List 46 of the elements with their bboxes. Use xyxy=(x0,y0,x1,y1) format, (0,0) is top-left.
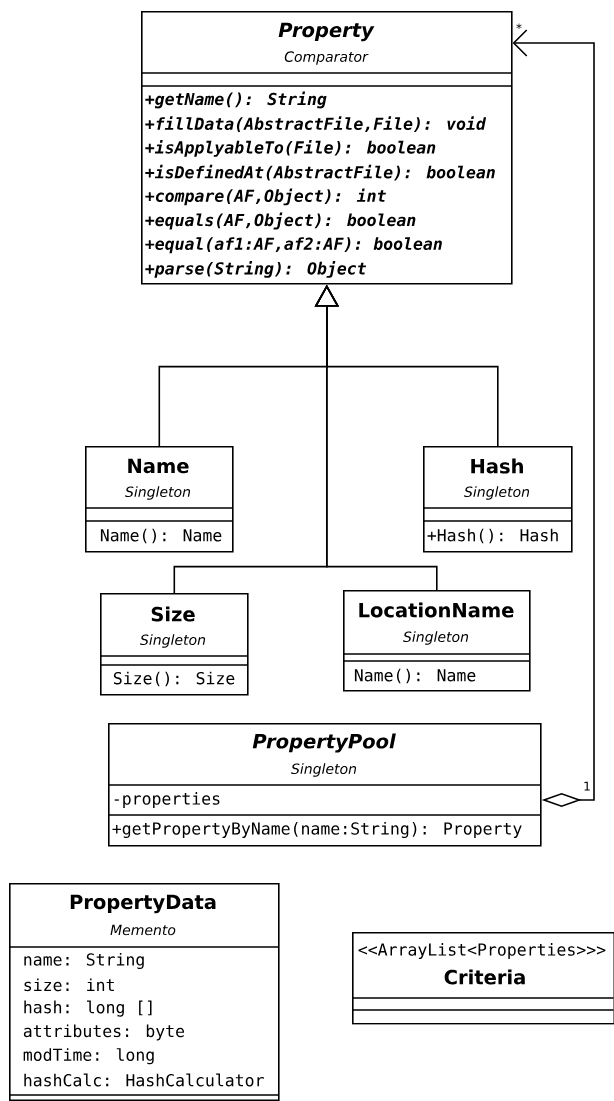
member-text: modTime: long xyxy=(23,1048,154,1065)
member-text: +parse(String): Object xyxy=(145,261,367,278)
member-text: hash: long [] xyxy=(24,1000,152,1017)
class-name: Name xyxy=(128,458,189,474)
class-name: Hash xyxy=(471,458,523,474)
class-box xyxy=(84,446,234,553)
stereotype-label: Singleton xyxy=(403,631,469,645)
class-box xyxy=(8,883,280,1101)
stereotype-label: Comparator xyxy=(284,51,369,65)
member-text: +compare(AF,Object): int xyxy=(145,188,386,206)
class-name: Criteria xyxy=(444,969,525,985)
class-box xyxy=(342,590,531,692)
class-box xyxy=(140,11,513,285)
connector xyxy=(512,29,595,807)
member-text: Name(): Name xyxy=(354,668,476,684)
class-box xyxy=(99,593,249,696)
stereotype-label: Memento xyxy=(110,924,176,936)
class-name: Property xyxy=(278,22,375,42)
member-text: size: int xyxy=(24,978,114,992)
stereotype-label: <<ArrayList<Properties>>> xyxy=(358,943,606,959)
class-name: Size xyxy=(151,606,195,622)
member-text: +isApplyableTo(File): boolean xyxy=(145,140,436,157)
member-text: +Hash(): Hash xyxy=(427,528,558,544)
stereotype-label: Singleton xyxy=(140,634,206,648)
stereotype-label: Singleton xyxy=(464,486,530,500)
member-text: +equal(af1:AF,af2:AF): boolean xyxy=(145,237,442,254)
class-name: LocationName xyxy=(359,602,514,618)
member-text: Name(): Name xyxy=(100,528,222,544)
class-box xyxy=(351,932,614,1025)
member-text: +isDefinedAt(AbstractFile): boolean xyxy=(145,164,495,181)
class-name: PropertyData xyxy=(70,894,216,914)
member-text: +getName(): String xyxy=(145,91,327,109)
member-text: Size(): Size xyxy=(113,671,235,687)
member-text: -properties xyxy=(114,792,220,808)
class-box xyxy=(107,723,542,847)
stereotype-label: Singleton xyxy=(125,486,191,500)
member-text: +equals(AF,Object): boolean xyxy=(145,212,416,230)
class-box xyxy=(422,446,573,553)
member-text: +getPropertyByName(name:String): Property xyxy=(112,822,522,839)
member-text: hashCalc: HashCalculator xyxy=(24,1073,264,1087)
member-text: name: String xyxy=(24,953,144,970)
stereotype-label: Singleton xyxy=(291,763,357,777)
member-text: attributes: byte xyxy=(23,1024,185,1041)
class-name: PropertyPool xyxy=(252,733,396,753)
multiplicity: 1 xyxy=(584,781,590,791)
member-text: +fillData(AbstractFile,File): void xyxy=(145,116,487,133)
